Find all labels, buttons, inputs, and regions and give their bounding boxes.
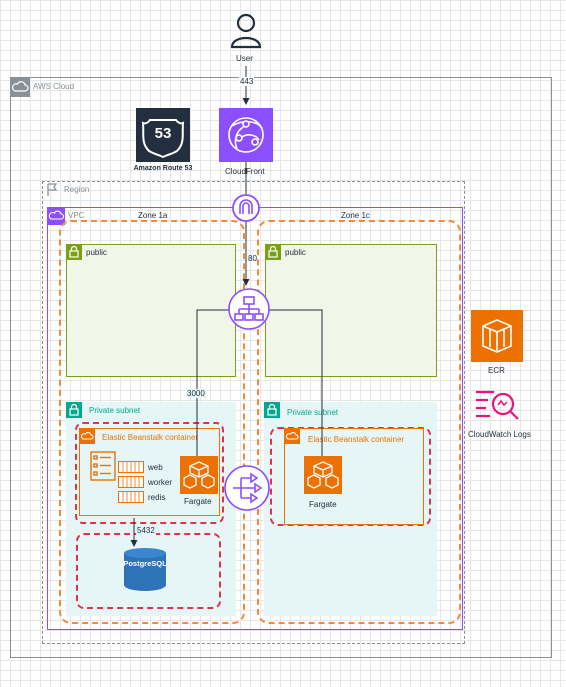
internet-gateway-icon[interactable] <box>231 193 261 223</box>
process-worker-label: worker <box>148 478 173 487</box>
fargate-1a-label: Fargate <box>184 497 212 506</box>
beanstalk-container-1a[interactable] <box>79 428 220 516</box>
port-80-label: 80 <box>248 254 257 263</box>
cloudwatch-logs-label: CloudWatch Logs <box>468 430 531 439</box>
cloud-icon <box>10 77 30 97</box>
cloudwatch-logs-icon[interactable] <box>474 386 522 426</box>
fargate-icon[interactable] <box>304 456 342 494</box>
process-bar-web <box>118 461 144 473</box>
alb-to-fargate-1a <box>193 309 230 464</box>
port-3000-label: 3000 <box>186 389 206 398</box>
lock-icon <box>265 244 281 260</box>
zone-1a[interactable] <box>59 220 245 624</box>
public-subnet-1a-label: public <box>86 248 107 257</box>
user-label: User <box>236 54 253 63</box>
beanstalk-icon <box>79 428 95 444</box>
beanstalk-container-1c[interactable] <box>284 428 424 525</box>
private-subnet-1c-label: Private subnet <box>287 408 339 417</box>
lock-icon <box>66 402 82 418</box>
load-balancer-icon[interactable] <box>227 287 271 331</box>
cloudfront-label: CloudFront <box>225 167 265 176</box>
public-subnet-1c-label: public <box>285 248 306 257</box>
port-5432-label: 5432 <box>136 526 156 535</box>
fargate-icon[interactable] <box>180 456 218 494</box>
database-label: PostgreSQL <box>123 559 167 568</box>
process-web-label: web <box>148 463 163 472</box>
process-bar-redis <box>118 491 144 503</box>
ecr-icon[interactable] <box>471 310 523 362</box>
beanstalk-1a-label: Elastic Beanstalk container <box>102 433 199 442</box>
route53-number: 53 <box>154 125 172 142</box>
fargate-1c-label: Fargate <box>309 500 337 509</box>
flag-icon <box>43 181 61 199</box>
vpc-icon <box>47 207 65 225</box>
aws-cloud-label: AWS Cloud <box>33 82 75 91</box>
process-redis-label: redis <box>148 493 166 502</box>
nat-gateway-icon[interactable] <box>223 464 271 512</box>
region-label: Region <box>64 185 90 194</box>
private-subnet-1a-label: Private subnet <box>89 406 141 415</box>
beanstalk-1c-label: Elastic Beanstalk container <box>308 435 405 444</box>
route53-label: Amazon Route 53 <box>133 165 193 172</box>
process-bar-worker <box>118 476 144 488</box>
region-group[interactable] <box>42 181 465 644</box>
database-cylinder[interactable]: PostgreSQL <box>123 547 167 591</box>
aws-cloud-group[interactable] <box>10 77 552 658</box>
zone-1c-label: Zone 1c <box>341 211 370 220</box>
beanstalk-icon <box>284 428 300 444</box>
alb-to-fargate-1c <box>264 309 326 464</box>
process-list-icon <box>90 451 116 481</box>
vpc-label: VPC <box>68 211 85 220</box>
app-group-1a[interactable] <box>75 422 224 524</box>
zone-1a-label: Zone 1a <box>138 211 168 220</box>
zone-1c[interactable] <box>257 220 461 624</box>
port-443-label: 443 <box>239 77 255 86</box>
ecr-label: ECR <box>488 366 505 375</box>
user-icon[interactable] <box>230 13 262 49</box>
route53-icon[interactable]: 53 <box>136 108 190 162</box>
cloudfront-icon[interactable] <box>219 108 273 162</box>
lock-icon <box>66 244 82 260</box>
connector-lines <box>130 66 326 547</box>
lock-icon <box>264 402 280 418</box>
